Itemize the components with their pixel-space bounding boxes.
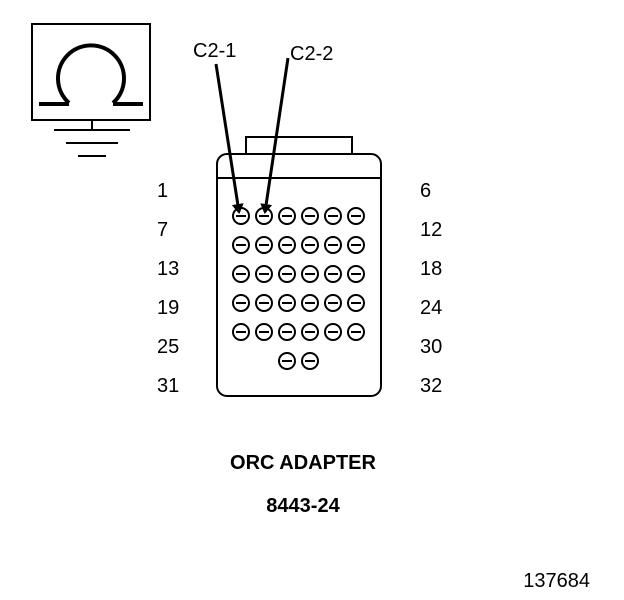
adapter-title: ORC ADAPTER — [230, 452, 376, 474]
callout-label-c2-2: C2-2 — [290, 43, 333, 65]
part-number: 8443-24 — [266, 495, 340, 517]
pin-label-left: 13 — [157, 258, 179, 280]
pin-label-right: 24 — [420, 297, 442, 319]
pin-label-left: 19 — [157, 297, 179, 319]
pin-label-left: 31 — [157, 375, 179, 397]
pin-label-left: 25 — [157, 336, 179, 358]
pin-label-right: 6 — [420, 180, 431, 202]
callout-arrow-c2-2 — [260, 57, 290, 214]
pin-label-right: 30 — [420, 336, 442, 358]
callout-arrow-c2-1 — [214, 63, 244, 214]
figure-id: 137684 — [523, 570, 590, 592]
pin-label-left: 7 — [157, 219, 168, 241]
callout-label-c2-1: C2-1 — [193, 40, 236, 62]
pin-label-right: 18 — [420, 258, 442, 280]
pin-label-right: 32 — [420, 375, 442, 397]
pin-label-left: 1 — [157, 180, 168, 202]
pin-grid — [232, 207, 365, 370]
pin-label-right: 12 — [420, 219, 442, 241]
ground-symbol-icon — [31, 23, 151, 157]
